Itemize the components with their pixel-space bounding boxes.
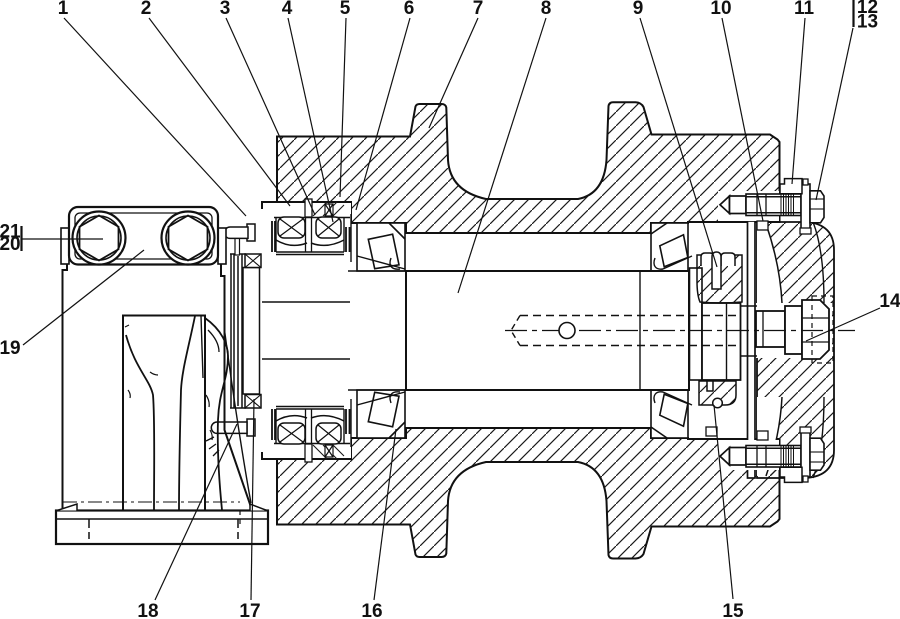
svg-text:1: 1 [58,0,69,19]
svg-text:14: 14 [879,291,900,312]
svg-text:18: 18 [137,601,158,619]
svg-text:21: 21 [0,222,21,243]
svg-text:15: 15 [722,601,744,619]
svg-text:16: 16 [361,601,382,619]
svg-text:3: 3 [220,0,231,19]
svg-text:8: 8 [541,0,552,19]
svg-text:17: 17 [239,601,260,619]
svg-text:6: 6 [404,0,415,19]
svg-text:7: 7 [473,0,484,19]
svg-text:2: 2 [141,0,152,19]
svg-text:12: 12 [857,0,878,18]
svg-text:5: 5 [340,0,351,19]
svg-text:11: 11 [794,0,815,19]
svg-text:20: 20 [0,234,21,255]
svg-text:4: 4 [282,0,293,19]
svg-text:9: 9 [633,0,644,19]
svg-text:19: 19 [0,338,21,359]
svg-text:10: 10 [710,0,731,19]
svg-text:13: 13 [857,12,878,33]
